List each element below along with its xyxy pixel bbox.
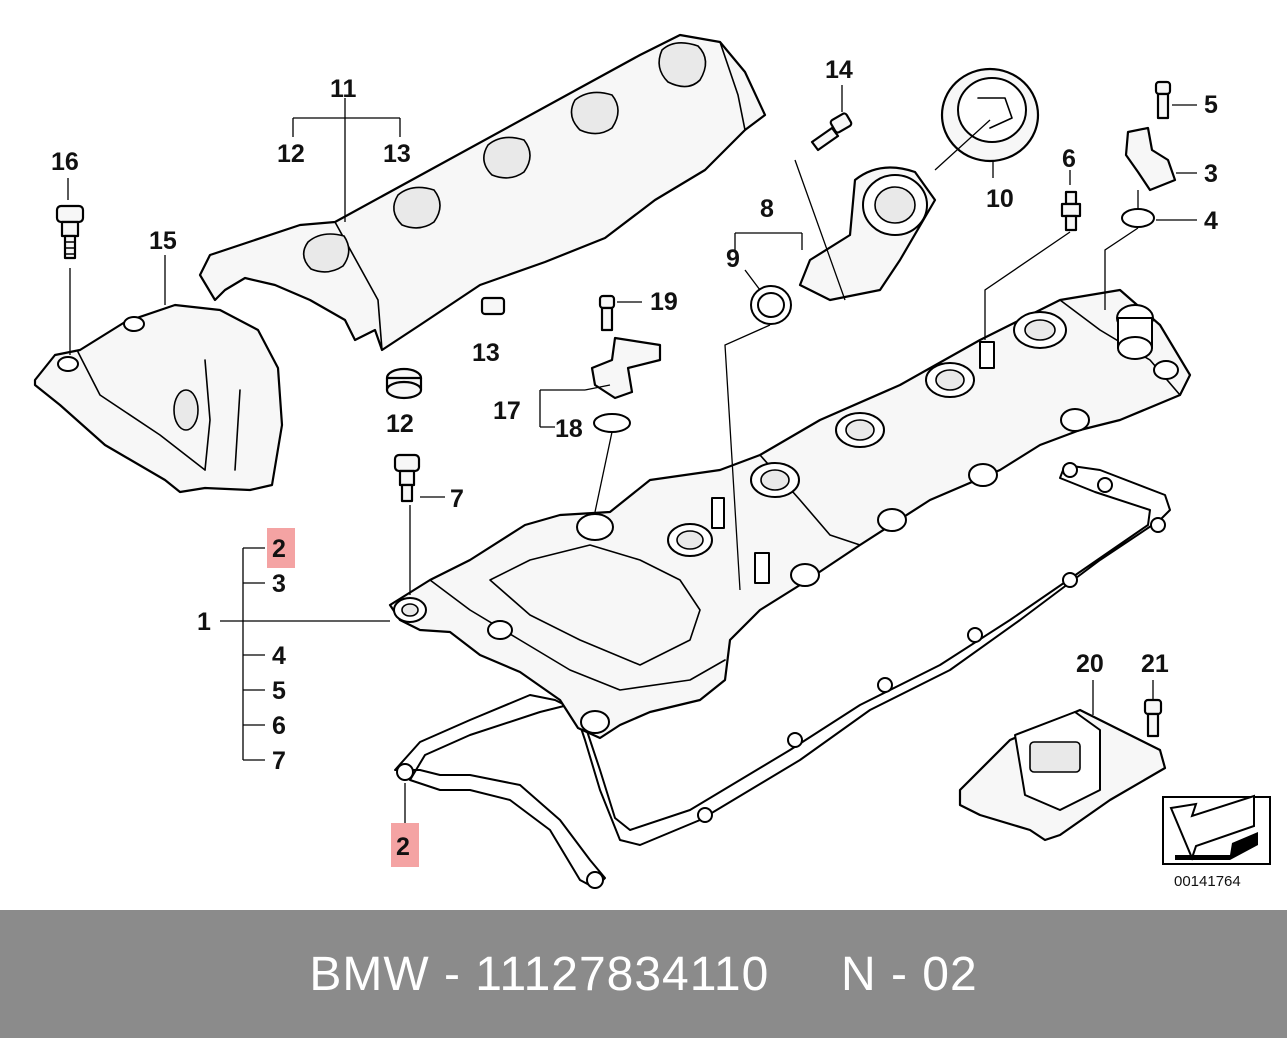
highlight-box-2a	[267, 528, 295, 568]
reference-code: 00141764	[1174, 873, 1241, 890]
callout-2-gasket: 2	[396, 833, 410, 861]
side-cover	[33, 303, 284, 494]
callout-19: 19	[650, 288, 678, 316]
sensor-3	[1121, 80, 1177, 228]
bolt-7	[393, 453, 421, 503]
callout-7: 7	[450, 485, 464, 513]
o-ring-9	[750, 285, 792, 325]
callout-15: 15	[149, 227, 177, 255]
callout-3-list: 3	[272, 570, 286, 598]
callout-1: 1	[197, 608, 211, 636]
leader-lines	[67, 85, 1197, 823]
valve-cover	[388, 288, 1192, 740]
callout-3: 3	[1204, 160, 1218, 188]
callout-5-list: 5	[272, 677, 286, 705]
callout-2: 2	[272, 535, 286, 563]
parts-diagram: 11 12 13 16 15 14 10 8 9 19 13 12 17 18 …	[33, 33, 1271, 890]
callout-14: 14	[825, 56, 853, 84]
callout-6: 6	[1062, 145, 1076, 173]
view-direction-box	[1162, 794, 1271, 865]
control-unit-20	[958, 708, 1167, 842]
callout-16: 16	[51, 148, 79, 176]
valve-cover-gasket	[394, 462, 1171, 889]
bolt-21	[1143, 698, 1163, 738]
bolt-16	[55, 204, 85, 260]
callout-9: 9	[726, 245, 740, 273]
callout-12b: 12	[386, 410, 414, 438]
callout-labels: 11 12 13 16 15 14 10 8 9 19 13 12 17 18 …	[51, 56, 1241, 890]
callout-20: 20	[1076, 650, 1104, 678]
callout-10: 10	[986, 185, 1014, 213]
grommet-12	[385, 367, 423, 400]
callout-6-list: 6	[272, 712, 286, 740]
clip-13	[480, 296, 506, 316]
engine-cover	[198, 33, 767, 352]
callout-21: 21	[1141, 650, 1169, 678]
sensor-17	[590, 294, 662, 433]
callout-12: 12	[277, 140, 305, 168]
oil-filler-neck	[798, 166, 937, 302]
callout-13: 13	[383, 140, 411, 168]
callout-11: 11	[330, 75, 357, 103]
footer-bar: BMW - 11127834110 N - 02	[0, 910, 1287, 1038]
stud-6	[1060, 190, 1082, 232]
callout-4-list: 4	[272, 642, 286, 670]
highlight-box-2b	[391, 823, 419, 867]
callout-18: 18	[555, 415, 583, 443]
callout-17: 17	[493, 397, 521, 425]
part-number-caption: BMW - 11127834110 N - 02	[309, 947, 978, 1001]
bolt-14	[810, 112, 853, 152]
callout-8: 8	[760, 195, 774, 223]
callout-4: 4	[1204, 207, 1218, 235]
oil-filler-cap	[940, 67, 1040, 163]
callout-5: 5	[1204, 91, 1218, 119]
callout-13b: 13	[472, 339, 500, 367]
callout-7-list: 7	[272, 747, 286, 775]
